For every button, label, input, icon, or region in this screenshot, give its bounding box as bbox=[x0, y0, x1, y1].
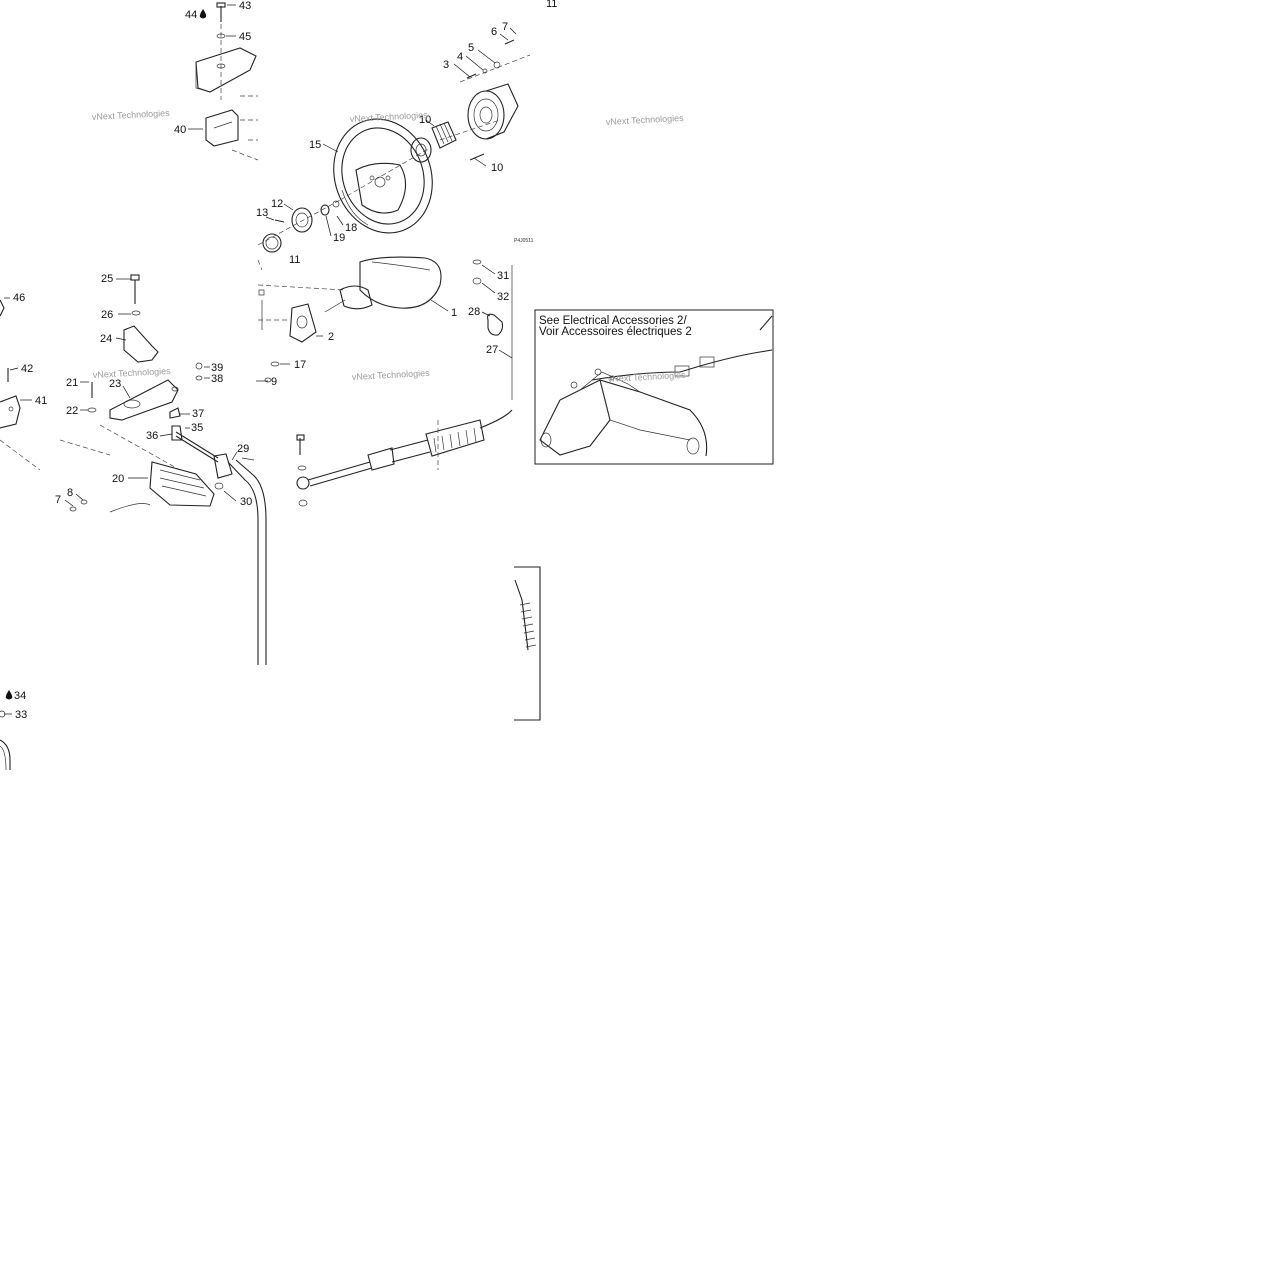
callout-5: 5 bbox=[468, 42, 474, 54]
callout-11-cap: 11 bbox=[289, 254, 300, 266]
watermark-5: vNext Technologies bbox=[352, 368, 431, 382]
callout-42: 42 bbox=[21, 363, 33, 375]
watermark-4: vNext Technologies bbox=[93, 366, 172, 380]
callout-32: 32 bbox=[497, 291, 509, 303]
oil-drop-icon bbox=[5, 690, 13, 700]
steering-column bbox=[257, 256, 442, 343]
callout-8: 8 bbox=[67, 487, 73, 499]
callout-46: 46 bbox=[13, 292, 25, 304]
watermarks: vNext Technologies vNext Technologies vN… bbox=[92, 108, 687, 384]
callout-17: 17 bbox=[294, 359, 306, 371]
callout-24: 24 bbox=[100, 333, 112, 345]
callout-11-top: 11 bbox=[546, 0, 557, 10]
callout-40: 40 bbox=[174, 124, 186, 136]
bracket-assembly bbox=[195, 2, 259, 161]
spring-frame bbox=[514, 566, 541, 721]
callout-22: 22 bbox=[66, 405, 78, 417]
callout-12: 12 bbox=[271, 198, 283, 210]
callout-27: 27 bbox=[486, 344, 498, 356]
callout-labels: 1 2 3 4 5 6 7 7 8 9 10 10 11 11 12 13 15… bbox=[13, 0, 557, 721]
callout-26: 26 bbox=[101, 309, 113, 321]
callout-20: 20 bbox=[112, 473, 124, 485]
callout-19: 19 bbox=[333, 232, 345, 244]
left-edge-parts bbox=[0, 299, 41, 771]
callout-35: 35 bbox=[191, 422, 203, 434]
watermark-1: vNext Technologies bbox=[92, 108, 171, 122]
small-pins bbox=[264, 361, 280, 383]
callout-21: 21 bbox=[66, 377, 78, 389]
callout-7-left: 7 bbox=[55, 494, 61, 506]
watermark-6: vNext Technologies bbox=[608, 370, 687, 384]
callout-9: 9 bbox=[271, 376, 277, 388]
callout-4: 4 bbox=[457, 51, 463, 63]
callout-3: 3 bbox=[443, 59, 449, 71]
reference-note-line2: Voir Accessoires électriques 2 bbox=[539, 326, 692, 338]
callout-13: 13 bbox=[256, 207, 268, 219]
washers-left bbox=[69, 499, 88, 512]
callout-41: 41 bbox=[35, 395, 47, 407]
throttle-pedal bbox=[109, 425, 267, 665]
callout-10-hub: 10 bbox=[419, 114, 431, 126]
watermark-3: vNext Technologies bbox=[606, 113, 685, 127]
reference-note-line1: See Electrical Accessories 2/ bbox=[539, 315, 687, 327]
electrical-inset bbox=[534, 309, 774, 465]
callout-1: 1 bbox=[451, 307, 457, 319]
callout-34: 34 bbox=[14, 690, 26, 702]
callout-45: 45 bbox=[239, 31, 251, 43]
pedal-bracket bbox=[59, 274, 203, 471]
leader-lines bbox=[4, 4, 517, 715]
callout-37: 37 bbox=[192, 408, 204, 420]
callout-25: 25 bbox=[101, 273, 113, 285]
right-fasteners bbox=[472, 259, 513, 400]
tie-rod-assembly bbox=[296, 409, 513, 507]
callout-28: 28 bbox=[468, 306, 480, 318]
callout-44: 44 bbox=[185, 9, 197, 21]
callout-33: 33 bbox=[15, 709, 27, 721]
hub-cap-parts bbox=[257, 147, 431, 253]
watermark-2: vNext Technologies bbox=[350, 110, 429, 124]
oil-drop-icon bbox=[199, 9, 207, 19]
callout-18: 18 bbox=[345, 222, 357, 234]
steering-wheel bbox=[333, 118, 433, 234]
callout-29: 29 bbox=[237, 443, 249, 455]
callout-7-top: 7 bbox=[502, 21, 508, 33]
callout-43: 43 bbox=[239, 0, 251, 12]
callout-23: 23 bbox=[109, 378, 121, 390]
callout-15: 15 bbox=[309, 139, 321, 151]
callout-2: 2 bbox=[328, 331, 334, 343]
callout-10-bolt: 10 bbox=[491, 162, 503, 174]
reference-code: P4J0511 bbox=[514, 238, 534, 244]
callout-31: 31 bbox=[497, 270, 509, 282]
callout-38: 38 bbox=[211, 373, 223, 385]
callout-30: 30 bbox=[240, 496, 252, 508]
steering-hub bbox=[410, 39, 531, 163]
callout-36: 36 bbox=[146, 430, 158, 442]
callout-39: 39 bbox=[211, 362, 223, 374]
callout-6: 6 bbox=[491, 26, 497, 38]
